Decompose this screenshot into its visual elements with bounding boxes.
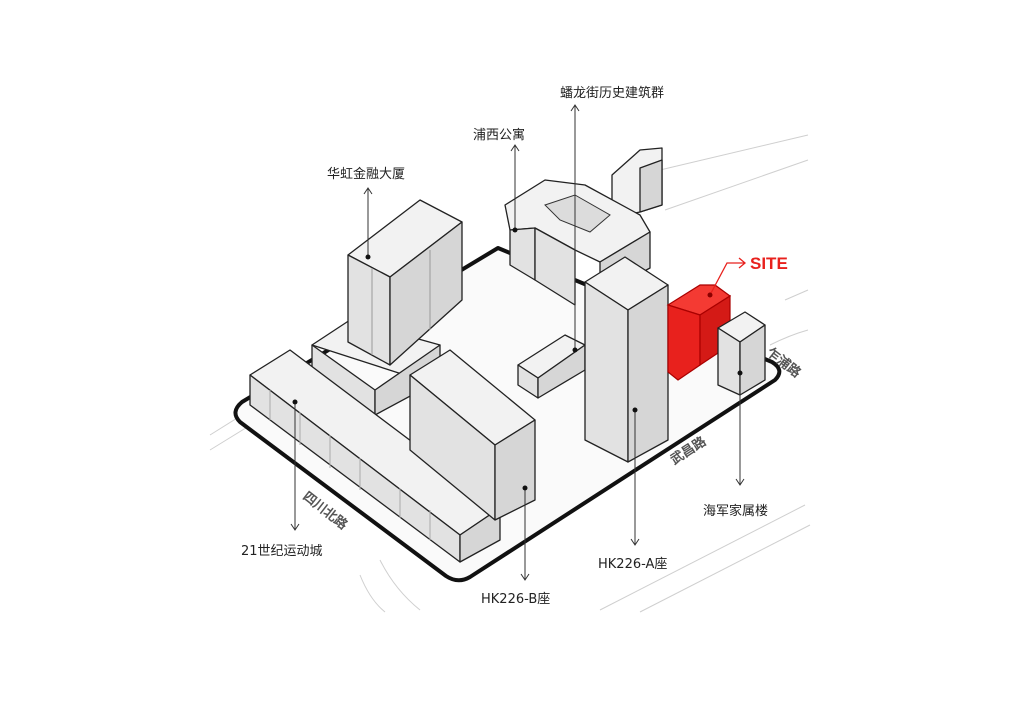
- leader-lines: [290, 104, 747, 581]
- corridor-building: [611, 147, 663, 219]
- label-site: SITE: [750, 254, 788, 273]
- label-huahong: 华虹金融大厦: [327, 167, 406, 182]
- building-21st-century-sports-city: [249, 349, 501, 563]
- building-navy-housing: [717, 311, 766, 396]
- label-hk226-b: HK226-B座: [481, 592, 551, 607]
- label-hk226-a: HK226-A座: [598, 557, 668, 572]
- building-hk226-b: [409, 349, 536, 521]
- label-21st-century: 21世纪运动城: [241, 544, 323, 559]
- building-huahong: [311, 199, 463, 416]
- label-panlong-street: 蟠龙街历史建筑群: [560, 86, 665, 101]
- building-hk226-a: [584, 256, 669, 463]
- label-navy-housing: 海军家属楼: [703, 504, 769, 519]
- label-puxi-apartments: 浦西公寓: [473, 128, 526, 143]
